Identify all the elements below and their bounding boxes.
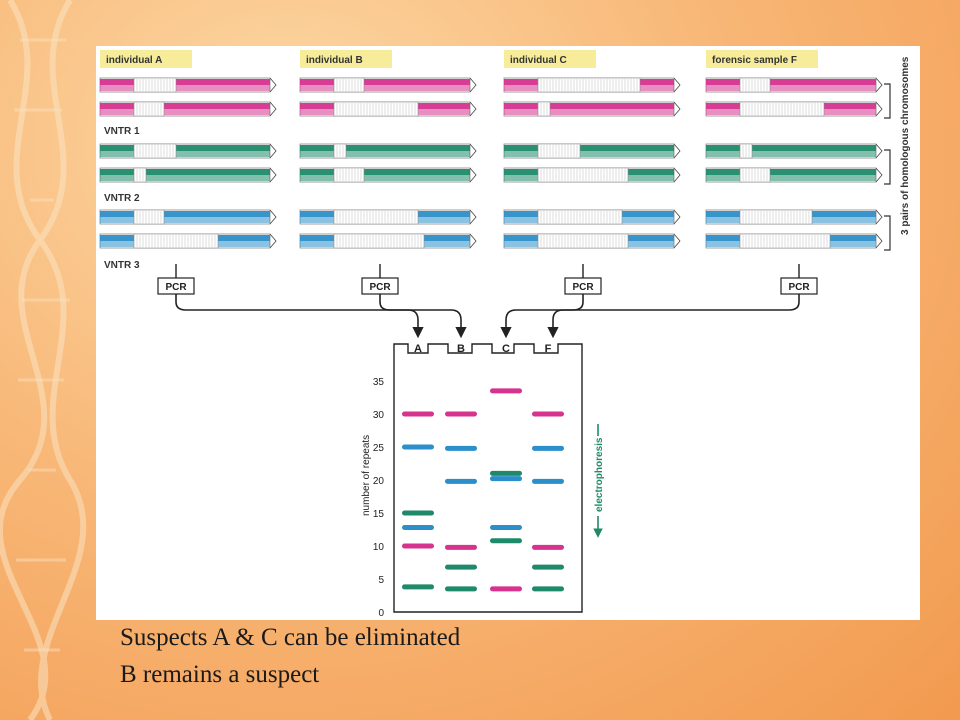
chromosome-b-vntr3-strand2 xyxy=(299,233,477,249)
chromosome-a-vntr3-strand2 xyxy=(99,233,277,249)
gel-band-c-2 xyxy=(490,470,522,476)
individual-header-b: individual B xyxy=(300,50,392,68)
gel-band-a-6 xyxy=(402,584,434,590)
pcr-arrow-b xyxy=(379,294,467,339)
chromosome-f-vntr2-strand1 xyxy=(705,143,883,159)
chromosome-c-vntr3-strand1 xyxy=(503,209,681,225)
individual-header-c: individual C xyxy=(504,50,596,68)
gel-band-a-4 xyxy=(402,525,434,531)
gel-band-a-2 xyxy=(402,444,434,450)
gel-outline xyxy=(393,343,583,613)
gel-band-b-5 xyxy=(445,564,477,570)
dna-fingerprinting-figure: individual A individual B individual C f… xyxy=(96,46,920,620)
gel-y-axis-label: number of repeats xyxy=(361,435,372,516)
gel-y-axis: 0 5 10 15 20 25 30 35 xyxy=(373,377,385,619)
pcr-label-a: PCR xyxy=(165,282,187,293)
gel-y-tick-10: 10 xyxy=(373,542,385,553)
side-label: 3 pairs of homologous chromosomes xyxy=(900,56,911,235)
gel-band-f-5 xyxy=(532,564,564,570)
gel-band-b-6 xyxy=(445,586,477,592)
pcr-label-f: PCR xyxy=(788,282,810,293)
chromosome-c-vntr2-strand2 xyxy=(503,167,681,183)
individual-c-label: individual C xyxy=(510,55,567,66)
lane-label-f: F xyxy=(545,343,552,355)
gel-band-c-1 xyxy=(490,388,522,394)
chromosome-c-vntr1-strand1 xyxy=(503,77,681,93)
individual-header-a: individual A xyxy=(100,50,192,68)
gel-band-f-4 xyxy=(532,544,564,550)
gel-band-f-1 xyxy=(532,411,564,417)
chromosome-a-vntr1-strand2 xyxy=(99,101,277,117)
chromosome-a-vntr2-strand2 xyxy=(99,167,277,183)
electrophoresis-label: electrophoresis xyxy=(594,437,605,512)
gel-band-f-2 xyxy=(532,445,564,451)
gel-band-a-1 xyxy=(402,411,434,417)
chromosome-a-vntr2-strand1 xyxy=(99,143,277,159)
pcr-steps: PCR PCR PCR PCR xyxy=(157,264,818,339)
caption-b-remains-suspect: B remains a suspect xyxy=(120,661,320,688)
gel-band-c-6 xyxy=(490,586,522,592)
pcr-box-a: PCR xyxy=(157,277,195,295)
chromosome-c-vntr3-strand2 xyxy=(503,233,681,249)
lane-label-a: A xyxy=(414,343,422,355)
chromosome-f-vntr2-strand2 xyxy=(705,167,883,183)
gel-y-tick-35: 35 xyxy=(373,377,385,388)
chromosome-f-vntr1-strand2 xyxy=(705,101,883,117)
pcr-label-b: PCR xyxy=(369,282,391,293)
vntr-3-label: VNTR 3 xyxy=(104,260,140,271)
chromosome-f-vntr3-strand1 xyxy=(705,209,883,225)
lane-label-b: B xyxy=(457,343,465,355)
pcr-label-c: PCR xyxy=(572,282,594,293)
individual-header-f: forensic sample F xyxy=(706,50,818,68)
pcr-arrow-c xyxy=(500,294,584,339)
chromosome-a-vntr1-strand1 xyxy=(99,77,277,93)
chromosome-f-vntr3-strand2 xyxy=(705,233,883,249)
chromosome-f-vntr1-strand1 xyxy=(705,77,883,93)
individual-f-label: forensic sample F xyxy=(712,55,797,66)
chromosome-b-vntr1-strand2 xyxy=(299,101,477,117)
chromosome-a-vntr3-strand1 xyxy=(99,209,277,225)
gel-band-f-6 xyxy=(532,586,564,592)
gel-y-tick-20: 20 xyxy=(373,476,385,487)
pcr-box-f: PCR xyxy=(780,277,818,295)
gel-y-tick-15: 15 xyxy=(373,509,385,520)
pcr-box-b: PCR xyxy=(361,277,399,295)
chromosome-c-vntr2-strand1 xyxy=(503,143,681,159)
gel-y-tick-0: 0 xyxy=(378,608,384,619)
gel-band-b-4 xyxy=(445,544,477,550)
homologous-pair-brackets xyxy=(884,83,891,251)
gel-band-c-4 xyxy=(490,525,522,531)
individual-a-label: individual A xyxy=(106,55,162,66)
chromosome-b-vntr2-strand2 xyxy=(299,167,477,183)
caption-suspects-eliminated: Suspects A & C can be eliminated xyxy=(120,624,461,651)
gel-y-tick-30: 30 xyxy=(373,410,385,421)
gel-band-c-5 xyxy=(490,538,522,544)
gel-bands xyxy=(402,388,564,592)
lane-label-c: C xyxy=(502,343,510,355)
chromosome-b-vntr2-strand1 xyxy=(299,143,477,159)
gel-band-a-5 xyxy=(402,543,434,549)
gel-band-f-3 xyxy=(532,478,564,484)
vntr-1-label: VNTR 1 xyxy=(104,126,140,137)
individual-headers: individual A individual B individual C f… xyxy=(100,50,818,68)
gel-band-c-3 xyxy=(490,476,522,482)
chromosome-c-vntr1-strand2 xyxy=(503,101,681,117)
gel-band-b-2 xyxy=(445,445,477,451)
gel-band-b-1 xyxy=(445,411,477,417)
gel-band-b-3 xyxy=(445,478,477,484)
gel-y-tick-25: 25 xyxy=(373,443,385,454)
pcr-box-c: PCR xyxy=(564,277,602,295)
electrophoresis-gel: A B C F 0 5 10 15 20 25 30 35 number of repeats… xyxy=(361,343,605,619)
electrophoresis-direction: electrophoresis xyxy=(593,424,605,538)
gel-band-a-3 xyxy=(402,510,434,516)
chromosome-b-vntr3-strand1 xyxy=(299,209,477,225)
individual-b-label: individual B xyxy=(306,55,363,66)
vntr-2-label: VNTR 2 xyxy=(104,193,140,204)
gel-y-tick-5: 5 xyxy=(378,575,384,586)
pcr-arrow-a xyxy=(175,294,424,339)
pcr-arrow-f xyxy=(547,294,800,339)
chromosome-pairs xyxy=(99,77,883,249)
chromosome-b-vntr1-strand1 xyxy=(299,77,477,93)
